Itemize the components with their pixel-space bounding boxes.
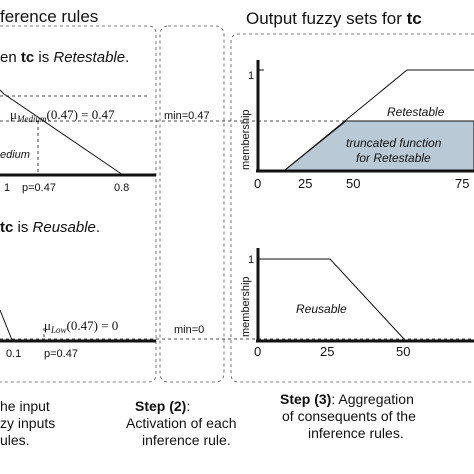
caption-left-line3: ules.	[0, 432, 30, 448]
bottom-x-tick-50: 50	[396, 344, 410, 359]
rule1-left-edge	[0, 89, 5, 95]
rule2-tick-01: 0.1	[6, 348, 21, 360]
bottom-x-tick-25: 25	[320, 344, 334, 359]
rule1-tick-1: 1	[4, 182, 10, 194]
step3-panel-border	[230, 33, 474, 383]
rule1-membership-triangle	[3, 93, 124, 176]
bottom-x-tick-0: 0	[254, 344, 261, 359]
truncated-label-line1: truncated function	[346, 136, 442, 150]
rule1-tick-08: 0.8	[114, 182, 129, 194]
caption-left-line1: he input	[0, 398, 50, 414]
step2-panel-border	[159, 25, 225, 383]
inference-rules-title: ference rules	[0, 7, 98, 26]
rule2-tick-p: p=0.47	[44, 348, 78, 360]
caption-step2-line1: Step (2):	[135, 398, 190, 414]
rule1-text: en tc is Retestable.	[0, 49, 129, 66]
caption-step2-line3: inference rule.	[142, 432, 231, 448]
rule1-tick-p: p=0.47	[22, 182, 56, 194]
top-y-axis-label: membership	[240, 109, 252, 170]
output-sets-title: Output fuzzy sets for tc	[246, 9, 422, 28]
bottom-y-axis-label: membership	[240, 276, 252, 337]
bottom-y-tick-label: 1	[248, 254, 254, 266]
rule2-mu-label: μLow(0.47) = 0	[44, 318, 118, 335]
output-retestable-chart: 1 membership Retestable truncated functi…	[240, 60, 474, 191]
truncated-label-line2: for Retestable	[356, 151, 431, 165]
output-reusable-chart: 1 membership Reusable 0 25 50	[240, 248, 474, 359]
retestable-label: Retestable	[387, 105, 445, 119]
rule1-mu-label: μMedium(0.47) = 0.47	[10, 107, 115, 124]
top-x-tick-50: 50	[346, 176, 360, 191]
top-x-tick-0: 0	[254, 176, 261, 191]
rule2-membership-edge	[0, 309, 13, 341]
top-y-tick-label: 1	[248, 70, 254, 82]
reusable-label: Reusable	[296, 302, 347, 316]
rule1-set-label: edium	[0, 149, 30, 161]
caption-step3-line3: inference rules.	[308, 425, 404, 441]
activation-min-rule1: min=0.47	[164, 110, 210, 122]
caption-step3-line2: of consequents of the	[282, 408, 416, 424]
caption-left-line2: zy inputs	[0, 415, 55, 431]
retestable-membership-curve	[284, 69, 474, 171]
reusable-membership-curve	[258, 258, 405, 340]
caption-step2-line2: Activation of each	[126, 415, 237, 431]
top-x-tick-75: 75	[455, 176, 469, 191]
rule1-chart: μMedium(0.47) = 0.47 edium 1 p=0.47 0.8	[0, 89, 474, 194]
step1-panel-border	[0, 25, 157, 383]
activation-min-rule2: min=0	[174, 324, 204, 336]
rule2-text: tc is Reusable.	[0, 219, 100, 236]
rule2-chart: μLow(0.47) = 0 0.1 p=0.47	[0, 309, 474, 360]
caption-step3-line1: Step (3): Aggregation	[280, 391, 414, 407]
top-x-tick-25: 25	[298, 176, 312, 191]
